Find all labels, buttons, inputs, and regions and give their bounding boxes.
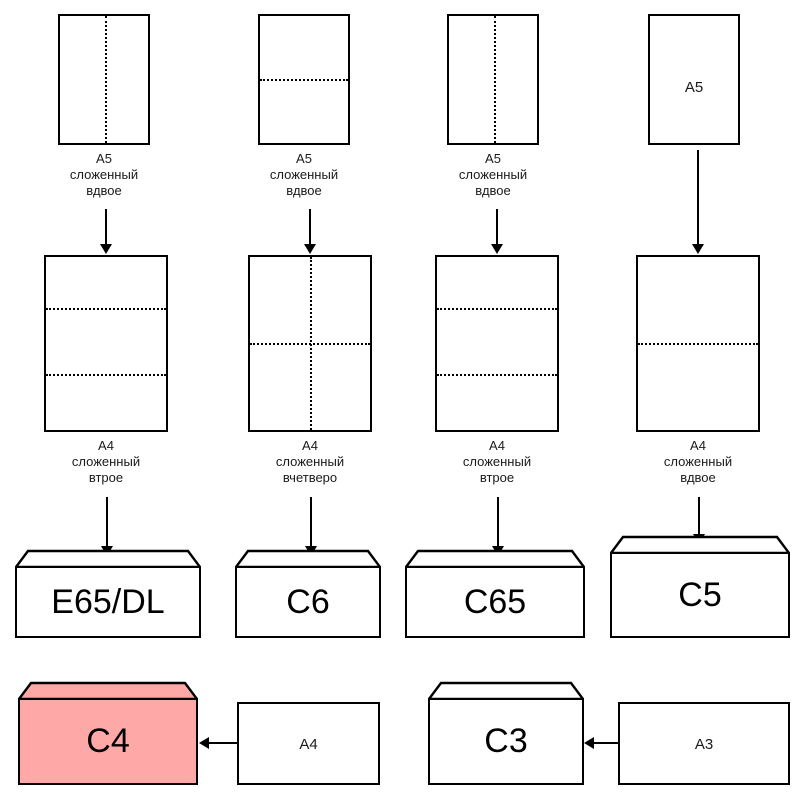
sheet-label-a3: A3: [694, 736, 714, 753]
sheet-a3-plain: A3: [618, 702, 790, 785]
arrow-shaft: [309, 209, 311, 245]
envelope-body: E65/DL: [15, 566, 201, 638]
fold-line-horizontal-lower: [437, 374, 557, 376]
sheet-a5-fold-horizontal: [258, 14, 350, 145]
fold-line-horizontal-upper: [46, 308, 166, 310]
envelope-label: C6: [286, 582, 330, 621]
caption-a5-fold-2: A5 сложенный вдвое: [269, 151, 339, 198]
caption-a4-fold-4: A4 сложенный вдвое: [663, 438, 733, 485]
envelope-flap-icon: [405, 549, 585, 567]
fold-line-horizontal-lower: [46, 374, 166, 376]
arrow-shaft: [496, 209, 498, 245]
envelope-c3[interactable]: C3: [428, 681, 584, 785]
envelope-c5[interactable]: C5: [610, 535, 790, 638]
envelope-flap-icon: [428, 681, 584, 699]
envelope-label: E65/DL: [51, 582, 165, 621]
arrow-shaft: [208, 742, 237, 744]
envelope-label: C3: [484, 722, 528, 760]
envelope-e65-dl[interactable]: E65/DL: [15, 549, 201, 638]
sheet-a5-fold-vertical-1: [58, 14, 150, 145]
arrow-head: [491, 244, 503, 254]
sheet-a4-fold-thirds-2: [435, 255, 559, 432]
arrow-shaft: [593, 742, 619, 744]
arrow-shaft: [697, 150, 699, 245]
envelope-body: C3: [428, 698, 584, 785]
envelope-body: C6: [235, 566, 381, 638]
fold-line-horizontal: [260, 79, 348, 81]
envelope-c65[interactable]: C65: [405, 549, 585, 638]
fold-line-horizontal-upper: [437, 308, 557, 310]
envelope-label: C5: [678, 575, 722, 614]
envelope-flap-icon: [15, 549, 201, 567]
arrow-head: [100, 244, 112, 254]
fold-line-vertical: [494, 16, 496, 143]
envelope-body: C5: [610, 552, 790, 638]
arrow-shaft: [310, 497, 312, 547]
sheet-a5-plain: A5: [648, 14, 740, 145]
envelope-body: C65: [405, 566, 585, 638]
envelope-label: C4: [86, 722, 130, 760]
arrow-shaft: [497, 497, 499, 547]
envelope-flap-icon: [610, 535, 790, 553]
arrow-shaft: [105, 209, 107, 245]
caption-a4-fold-2: A4 сложенный вчетверо: [275, 438, 345, 485]
sheet-label-a5: A5: [684, 79, 704, 96]
caption-a5-fold-1: A5 сложенный вдвое: [69, 151, 139, 198]
envelope-body: C4: [18, 698, 198, 785]
sheet-a4-fold-quarters: [248, 255, 372, 432]
envelope-label: C65: [463, 582, 527, 621]
caption-a4-fold-1: A4 сложенный втрое: [71, 438, 141, 485]
arrow-shaft: [698, 497, 700, 535]
sheet-a4-fold-half: [636, 255, 760, 432]
sheet-a4-fold-thirds-1: [44, 255, 168, 432]
sheet-label-a4: A4: [299, 736, 318, 753]
arrow-head: [199, 737, 209, 749]
envelope-flap-icon: [235, 549, 381, 567]
arrow-head: [304, 244, 316, 254]
caption-a5-fold-3: A5 сложенный вдвое: [458, 151, 528, 198]
fold-line-vertical: [105, 16, 107, 143]
sheet-a4-plain: A4: [237, 702, 380, 785]
sheet-a5-fold-vertical-2: [447, 14, 539, 145]
arrow-head: [584, 737, 594, 749]
arrow-shaft: [106, 497, 108, 547]
envelope-c4[interactable]: C4: [18, 681, 198, 785]
envelope-flap-icon: [18, 681, 198, 699]
arrow-head: [692, 244, 704, 254]
envelope-c6[interactable]: C6: [235, 549, 381, 638]
fold-line-horizontal: [250, 343, 370, 345]
caption-a4-fold-3: A4 сложенный втрое: [462, 438, 532, 485]
fold-line-horizontal: [638, 343, 758, 345]
